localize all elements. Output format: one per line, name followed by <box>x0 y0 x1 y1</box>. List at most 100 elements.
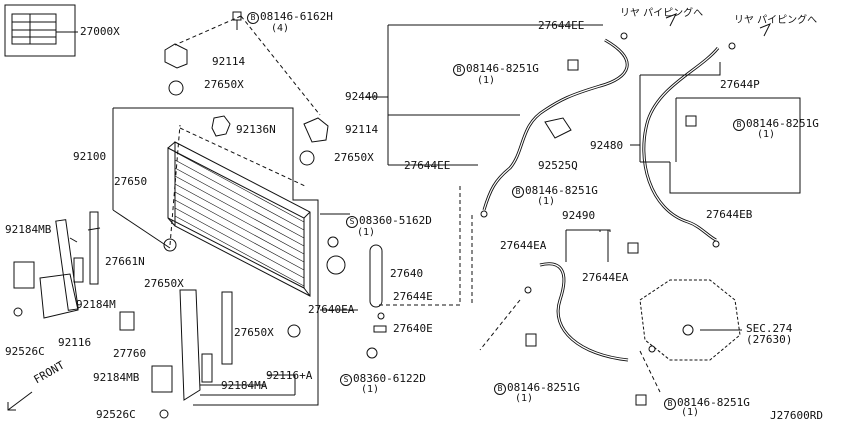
screw-mark: S <box>340 374 352 386</box>
label-92440: 92440 <box>345 90 379 103</box>
qty-8251G-b: (1) <box>757 129 776 140</box>
label-27650X-top: 27650X <box>204 78 244 91</box>
screw-mark: S <box>346 216 358 228</box>
label-92184MB-bot: 92184MB <box>93 371 140 384</box>
label-92480: 92480 <box>590 139 624 152</box>
seal-92184M <box>73 257 84 283</box>
label-92114-mid: 92114 <box>345 123 379 136</box>
diagram-id: J27600RD <box>770 409 823 422</box>
o-ring-27644EA-b <box>648 345 656 353</box>
bolt-8251G-e <box>635 394 647 406</box>
bolt-mark: B <box>664 398 676 410</box>
bolt-mark: B <box>247 12 259 24</box>
bolt-8251G-a <box>567 59 579 71</box>
label-27640EA: 27640EA <box>308 303 355 316</box>
mount-rubber-27650X-mid <box>299 150 315 166</box>
o-ring-27644EE-mid <box>480 210 488 218</box>
air-guide-92184MB <box>55 219 79 311</box>
seal-92184MA <box>201 353 213 383</box>
label-27650X-mid: 27650X <box>334 151 374 164</box>
seal-27661N <box>89 211 99 285</box>
label-92526C-top: 92526C <box>5 345 45 358</box>
screw-5162D-number: 08360-5162D <box>359 214 432 227</box>
bolt-8251G-c-number: 08146-8251G <box>525 184 598 197</box>
qty-8251G-d: (1) <box>515 393 534 404</box>
mount-rubber-27650X-top <box>168 80 184 96</box>
qty-8251G-e: (1) <box>681 407 700 418</box>
seal-block-92184MB <box>13 261 35 289</box>
bolt-8251G-e-number: 08146-8251G <box>677 396 750 409</box>
bolt-92526C-bot <box>159 409 169 419</box>
mount-rubber-27650X-bot <box>287 324 301 338</box>
bolt-mark: B <box>733 119 745 131</box>
label-plate-frame <box>4 4 76 57</box>
label-92184MB: 92184MB <box>5 223 52 236</box>
label-27640: 27640 <box>390 267 424 280</box>
o-ring-27644EA-a <box>524 286 532 294</box>
bolt-8251G-b <box>685 115 697 127</box>
qty-8251G-a: (1) <box>477 75 496 86</box>
label-92116: 92116 <box>58 336 92 349</box>
bracket-27640EA <box>326 255 346 275</box>
label-sec274-sub: (27630) <box>746 333 793 346</box>
label-92184MA: 92184MA <box>221 379 268 392</box>
o-ring-27644P <box>728 42 736 50</box>
label-27661N: 27661N <box>105 255 145 268</box>
qty-6162H: (4) <box>271 23 290 34</box>
condenser-core <box>167 141 311 297</box>
qty-5162D: (1) <box>357 227 376 238</box>
receiver-drier-27640 <box>369 244 383 308</box>
bracket-92114-mid <box>303 117 329 143</box>
bolt-8251G-d <box>525 333 537 347</box>
label-27000X: 27000X <box>80 25 120 38</box>
label-92526C-bot: 92526C <box>96 408 136 421</box>
seal-block-92184MB-bot <box>151 365 173 393</box>
label-92116A: 92116+A <box>266 369 313 382</box>
screw-6122D <box>366 347 378 359</box>
sensor-27760 <box>119 311 135 331</box>
note-rear-piping-2: リヤ パイピングへ <box>734 15 818 26</box>
label-27644EA-b: 27644EA <box>582 271 629 284</box>
screw-5162D <box>327 236 339 248</box>
label-92184M: 92184M <box>76 298 116 311</box>
air-guide-92116A <box>179 289 201 401</box>
bolt-mark: B <box>512 186 524 198</box>
label-27644EE-mid: 27644EE <box>404 159 451 172</box>
screw-6122D-number: 08360-6122D <box>353 372 426 385</box>
bracket-92116 <box>39 273 79 319</box>
label-27640E: 27640E <box>393 322 433 335</box>
bolt-8251G-a-number: 08146-8251G <box>466 62 539 75</box>
mount-rubber-27650X-low <box>163 238 177 252</box>
label-27644E: 27644E <box>393 290 433 303</box>
bolt-6162H <box>232 11 242 30</box>
qty-6122D: (1) <box>361 384 380 395</box>
bolt-92526C-top <box>13 307 23 317</box>
label-27644EB: 27644EB <box>706 208 753 221</box>
o-ring-27644EB <box>712 240 720 248</box>
compressor-sec274 <box>639 279 741 361</box>
label-92525Q: 92525Q <box>538 159 578 172</box>
label-27650: 27650 <box>114 175 148 188</box>
label-27650X-low: 27650X <box>144 277 184 290</box>
label-27644P: 27644P <box>720 78 760 91</box>
label-27644EE-top: 27644EE <box>538 19 585 32</box>
o-ring-27644EE-top <box>620 32 628 40</box>
bracket-92114-top <box>164 43 188 69</box>
bolt-8251G-b-number: 08146-8251G <box>746 117 819 130</box>
bolt-8251G-c <box>627 242 639 254</box>
label-27650X-bot: 27650X <box>234 326 274 339</box>
clip-92525Q <box>544 117 572 139</box>
plug-27640E <box>373 325 387 333</box>
label-92100: 92100 <box>73 150 107 163</box>
bolt-mark: B <box>453 64 465 76</box>
